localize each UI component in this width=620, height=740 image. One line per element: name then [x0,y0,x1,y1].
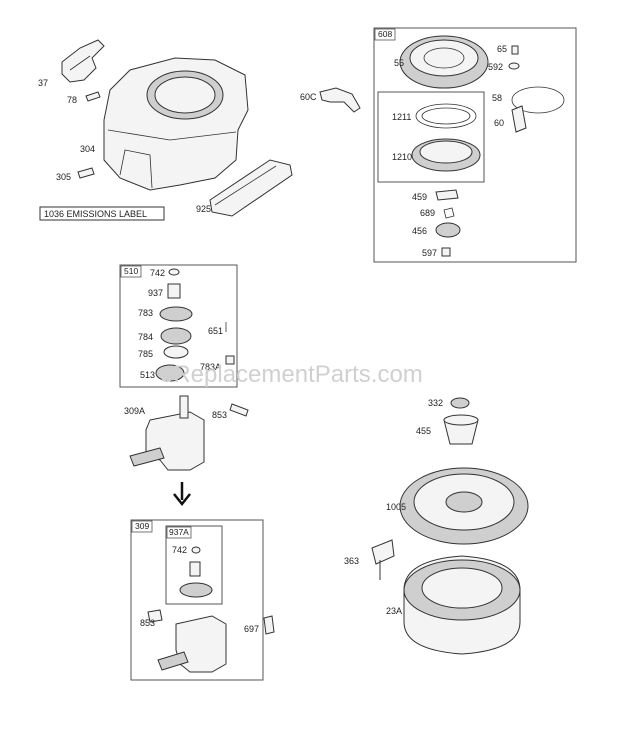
starter-drive-group: 510 742 937 783 784 785 513 651 783A [119,264,238,388]
starter-motor-309a [145,411,205,471]
label-55: 55 [394,58,404,68]
label-742b: 742 [172,545,187,555]
nut-332 [450,397,470,409]
label-1005: 1005 [386,502,406,512]
label-23A: 23A [386,606,402,616]
baffle-925 [209,159,293,217]
starter-motor-309-group: 309 937A 742 853 697 [130,519,275,681]
label-784: 784 [138,332,153,342]
emissions-label-box [39,206,165,221]
gear-783 [159,306,193,322]
screw-597 [441,247,451,257]
cap-783a [225,355,235,365]
label-1210: 1210 [392,152,412,162]
spring-689 [443,207,455,219]
nut-592 [508,62,520,70]
label-309A: 309A [124,406,145,416]
spring-937 [167,283,181,299]
label-937A: 937A [169,527,189,537]
label-925: 925 [196,204,211,214]
label-60: 60 [494,118,504,128]
clutch-513 [155,364,185,382]
label-937: 937 [148,288,163,298]
label-459: 459 [412,192,427,202]
clip-742 [168,268,180,276]
screw-305 [77,167,95,179]
label-785: 785 [138,349,153,359]
retainer-456 [435,222,461,238]
label-608: 608 [378,29,392,39]
watermark: eReplacementParts.com [160,361,423,388]
label-60C: 60C [300,92,317,102]
label-783A: 783A [200,362,221,372]
label-309: 309 [135,521,149,531]
label-513: 513 [140,370,155,380]
pinion-784 [160,327,192,345]
label-783: 783 [138,308,153,318]
starter-motor-309a-group: 309A 853 [124,395,249,471]
pawl-459 [435,189,459,201]
label-363: 363 [344,556,359,566]
assembly-box-510 [119,264,238,388]
label-65: 65 [497,44,507,54]
blower-housing-group: 1036 EMISSIONS LABEL 37 78 304 305 925 [38,39,293,221]
starter-handle-60c [319,87,361,113]
bracket-363 [371,539,395,565]
label-emissions: 1036 EMISSIONS LABEL [44,209,147,219]
label-853a: 853 [212,410,227,420]
screw-65 [511,45,519,55]
label-853b: 853 [140,618,155,628]
label-332: 332 [428,398,443,408]
rewind-starter-group: 60C 608 55 65 592 58 60 1211 1210 459 68… [300,27,577,263]
label-597: 597 [422,248,437,258]
helix-785 [163,345,189,359]
rope-58 [511,86,565,114]
flywheel-group: 332 455 1005 363 23A [344,397,529,655]
screw-78 [85,91,101,102]
label-651: 651 [208,326,223,336]
sub-box-937a [165,525,223,605]
label-742a: 742 [150,268,165,278]
label-304: 304 [80,144,95,154]
label-510: 510 [124,266,138,276]
label-37: 37 [38,78,48,88]
label-78: 78 [67,95,77,105]
assembly-box-309 [130,519,264,681]
spring-1211 [415,103,477,129]
label-697: 697 [244,624,259,634]
label-58: 58 [492,93,502,103]
label-592: 592 [488,62,503,72]
bracket-853b [147,609,163,623]
label-305: 305 [56,172,71,182]
bracket-853 [229,403,249,417]
clip-742b [191,546,201,554]
handle-60 [511,105,527,133]
label-689: 689 [420,208,435,218]
sub-box-pulley [377,91,485,183]
label-455: 455 [416,426,431,436]
screw-697 [263,615,275,635]
replacement-arrow [173,482,191,507]
assembly-box-608 [373,27,577,263]
label-456: 456 [412,226,427,236]
label-1211: 1211 [392,112,411,122]
